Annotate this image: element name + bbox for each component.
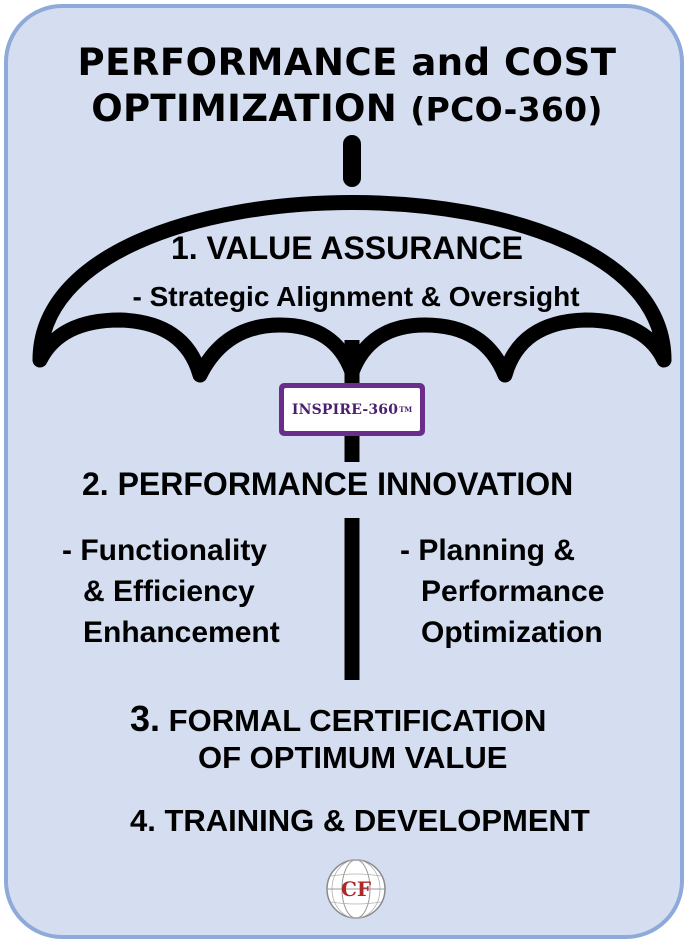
training-title: 4. TRAINING & DEVELOPMENT [130,803,590,838]
page-title-code: (PCO-360) [410,90,603,129]
performance-innovation-title: 2. PERFORMANCE INNOVATION [82,466,574,502]
right-line-3: Optimization [421,616,603,649]
page-title-line2: OPTIMIZATION (PCO-360) [0,88,694,131]
value-assurance-subtitle: - Strategic Alignment & Oversight [132,281,580,312]
left-line-3: Enhancement [83,616,280,649]
performance-left-column: - Functionality & Efficiency Enhancement [62,530,280,653]
performance-right-column: - Planning & Performance Optimization [400,530,604,653]
right-line-2: Performance [421,575,605,608]
trademark-mark: TM [399,405,413,414]
page-title-main: OPTIMIZATION [91,87,398,130]
left-line-2: & Efficiency [83,575,255,608]
right-line-1: - Planning & [400,534,575,567]
left-line-1: - Functionality [62,534,267,567]
inspire-badge-label: INSPIRE-360 [291,401,399,418]
certification-line1: 3. FORMAL CERTIFICATION [130,698,546,740]
value-assurance-title: 1. VALUE ASSURANCE [170,230,524,266]
logo-text: CF [341,877,371,901]
page-title-line1: PERFORMANCE and COST [77,41,617,84]
globe-logo-icon: CF [326,859,386,919]
certification-line2: OF OPTIMUM VALUE [198,740,508,775]
certification-number: 3. [130,698,161,739]
certification-title: FORMAL CERTIFICATION [168,703,547,738]
